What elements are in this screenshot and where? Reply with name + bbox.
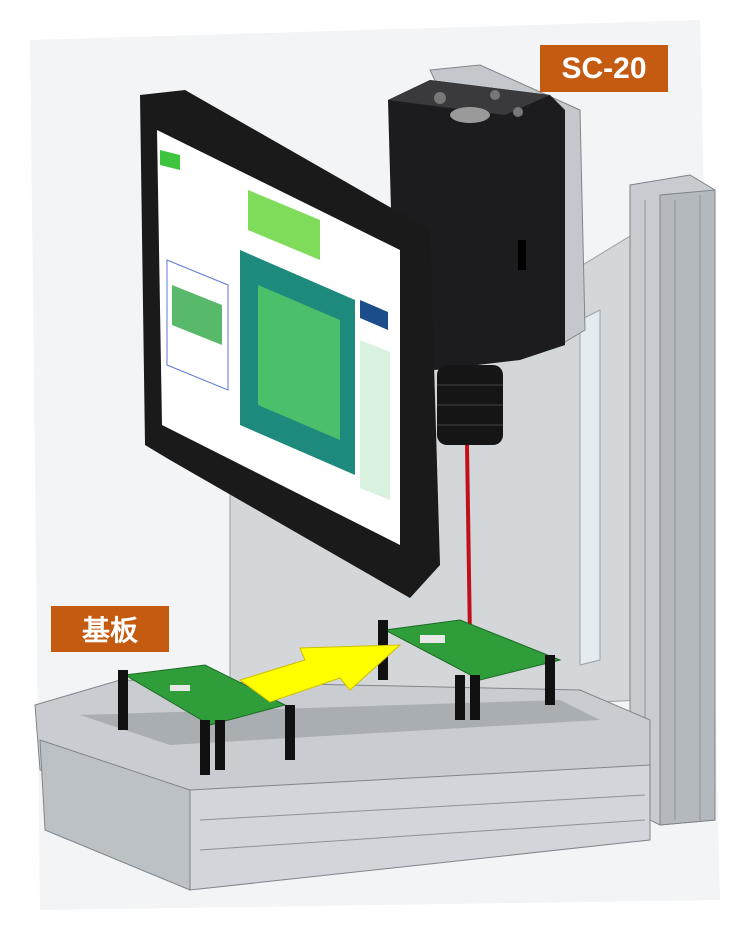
transfer-arrow bbox=[238, 644, 402, 703]
camera-model-label: SC-20 bbox=[540, 45, 668, 92]
pcb-left bbox=[118, 664, 295, 775]
side-cover bbox=[579, 309, 601, 666]
board-label: 基板 bbox=[51, 606, 169, 652]
aluminum-pillar bbox=[629, 174, 716, 826]
monitor bbox=[140, 90, 440, 598]
camera-body bbox=[388, 80, 565, 370]
camera-lens bbox=[437, 365, 503, 445]
laser-beam bbox=[465, 444, 472, 641]
